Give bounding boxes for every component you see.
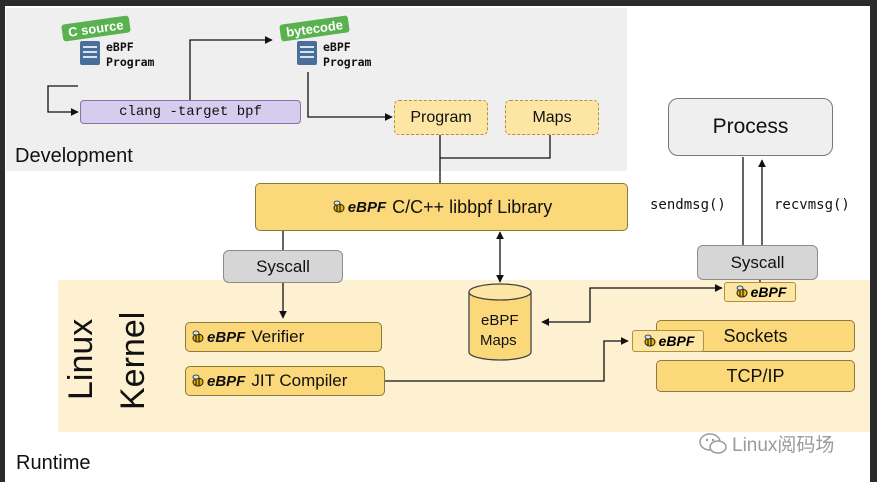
wechat-icon xyxy=(699,432,727,454)
verifier-label: Verifier xyxy=(251,327,305,346)
watermark-text: Linux阅码场 xyxy=(732,435,835,456)
left-edge xyxy=(0,0,5,482)
ebpf-logo-text: eBPF xyxy=(207,328,246,346)
bee-icon xyxy=(736,285,748,298)
syscall-right-box: Syscall xyxy=(697,245,818,280)
right-edge xyxy=(870,0,877,482)
sockets-ebpf-hook: eBPF xyxy=(632,330,704,352)
watermark: Linux阅码场 xyxy=(698,430,834,457)
kernel-panel xyxy=(58,280,870,432)
ebpf-maps-cylinder xyxy=(468,283,532,361)
sendmsg-label: sendmsg() xyxy=(650,197,726,213)
bytecode-file-icon xyxy=(297,41,317,65)
c-source-file-icon xyxy=(80,41,100,65)
program-box: Program xyxy=(394,100,488,135)
libbpf-library-label: C/C++ libbpf Library xyxy=(392,196,553,217)
libbpf-library-box: eBPF C/C++ libbpf Library xyxy=(255,183,628,231)
process-box: Process xyxy=(668,98,833,156)
ebpf-logo-text: eBPF xyxy=(750,284,787,300)
ebpf-logo: eBPF xyxy=(642,333,695,349)
ebpf-maps-line1: eBPF xyxy=(481,312,519,329)
bee-icon xyxy=(333,200,345,213)
runtime-label: Runtime xyxy=(16,452,91,474)
verifier-box: eBPF Verifier xyxy=(185,322,382,352)
bee-icon xyxy=(192,330,204,343)
ebpf-logo: eBPF xyxy=(190,373,245,390)
ebpf-logo: eBPF xyxy=(190,329,245,346)
ebpf-logo-text: eBPF xyxy=(658,333,695,349)
c-source-file-line2: Program xyxy=(106,55,155,69)
syscall-ebpf-hook: eBPF xyxy=(724,282,796,302)
ebpf-logo-text: eBPF xyxy=(347,198,387,216)
jit-compiler-label: JIT Compiler xyxy=(251,371,348,390)
ebpf-logo-text: eBPF xyxy=(207,372,246,390)
bee-icon xyxy=(192,374,204,387)
tcpip-box: TCP/IP xyxy=(656,360,855,392)
clang-command-box: clang -target bpf xyxy=(80,100,301,124)
maps-box: Maps xyxy=(505,100,599,135)
syscall-left-box: Syscall xyxy=(223,250,343,283)
ebpf-maps-line2: Maps xyxy=(480,332,517,349)
bytecode-file-line2: Program xyxy=(323,55,372,69)
ebpf-logo: eBPF xyxy=(734,284,787,300)
ebpf-logo: eBPF xyxy=(331,199,386,216)
bytecode-file-line1: eBPF xyxy=(323,40,351,54)
top-edge xyxy=(0,0,877,6)
recvmsg-label: recvmsg() xyxy=(774,197,850,213)
bee-icon xyxy=(644,334,656,347)
c-source-file-line1: eBPF xyxy=(106,40,134,54)
development-label: Development xyxy=(15,145,133,167)
jit-compiler-box: eBPF JIT Compiler xyxy=(185,366,385,396)
